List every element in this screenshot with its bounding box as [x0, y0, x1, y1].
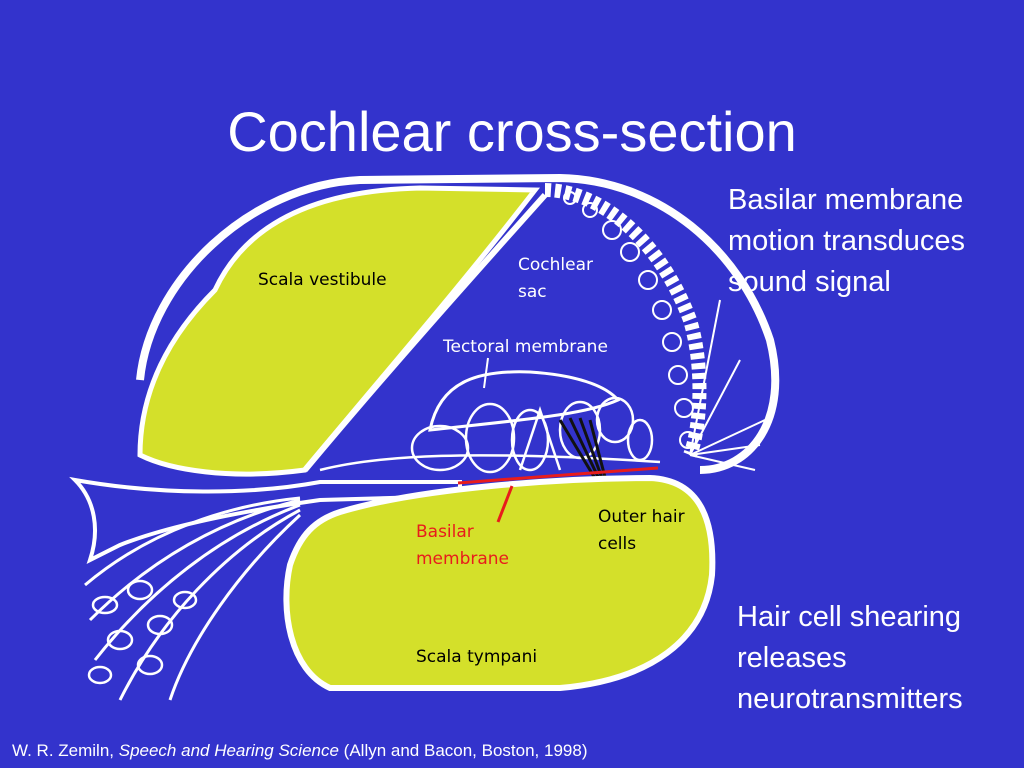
label-tectoral-membrane: Tectoral membrane [442, 337, 608, 357]
note-top-line: sound signal [728, 266, 891, 298]
radiating-fibers [689, 299, 766, 471]
label-basilar-membrane-line1: Basilar [416, 522, 474, 542]
reissner-membrane [302, 192, 548, 472]
source-citation: W. R. Zemiln, Speech and Hearing Science… [12, 740, 587, 762]
ganglion-cells [87, 579, 198, 685]
note-bottom-line: Hair cell shearing [737, 601, 962, 633]
label-basilar-membrane-line2: membrane [416, 549, 509, 569]
citation-book-title: Speech and Hearing Science [118, 741, 339, 760]
label-outer-hair-cells-line1: Outer hair [598, 507, 685, 527]
note-top-line: motion transduces [728, 225, 965, 257]
citation-author: W. R. Zemiln, [12, 741, 119, 760]
label-scala-vestibule: Scala vestibule [258, 270, 387, 290]
organ-of-corti [319, 396, 661, 474]
note-top-line: Basilar membrane [728, 184, 964, 216]
note-bottom-line: neurotransmitters [737, 683, 963, 715]
basilar-membrane-highlight [457, 466, 659, 485]
spiral-ligament [544, 183, 707, 458]
citation-publisher: (Allyn and Bacon, Boston, 1998) [338, 741, 588, 760]
label-cochlear-sac-line2: sac [518, 282, 547, 302]
label-scala-tympani: Scala tympani [416, 647, 537, 667]
note-basilar-motion: Basilar membrane motion transduces sound… [728, 180, 965, 303]
slide-title: Cochlear cross-section [227, 100, 797, 163]
note-hair-cell-shearing: Hair cell shearing releases neurotransmi… [737, 597, 963, 720]
stria-cells [563, 191, 697, 449]
label-outer-hair-cells-line2: cells [598, 534, 636, 554]
tectoral-membrane-shape [428, 370, 621, 432]
tectoral-pointer [483, 357, 489, 389]
scala-tympani-chamber [283, 474, 716, 691]
label-cochlear-sac-line1: Cochlear [518, 255, 593, 275]
cochlea-outer-wall [136, 173, 780, 474]
note-bottom-line: releases [737, 642, 847, 674]
basilar-pointer [496, 485, 514, 523]
nerve-fibers [84, 496, 302, 701]
